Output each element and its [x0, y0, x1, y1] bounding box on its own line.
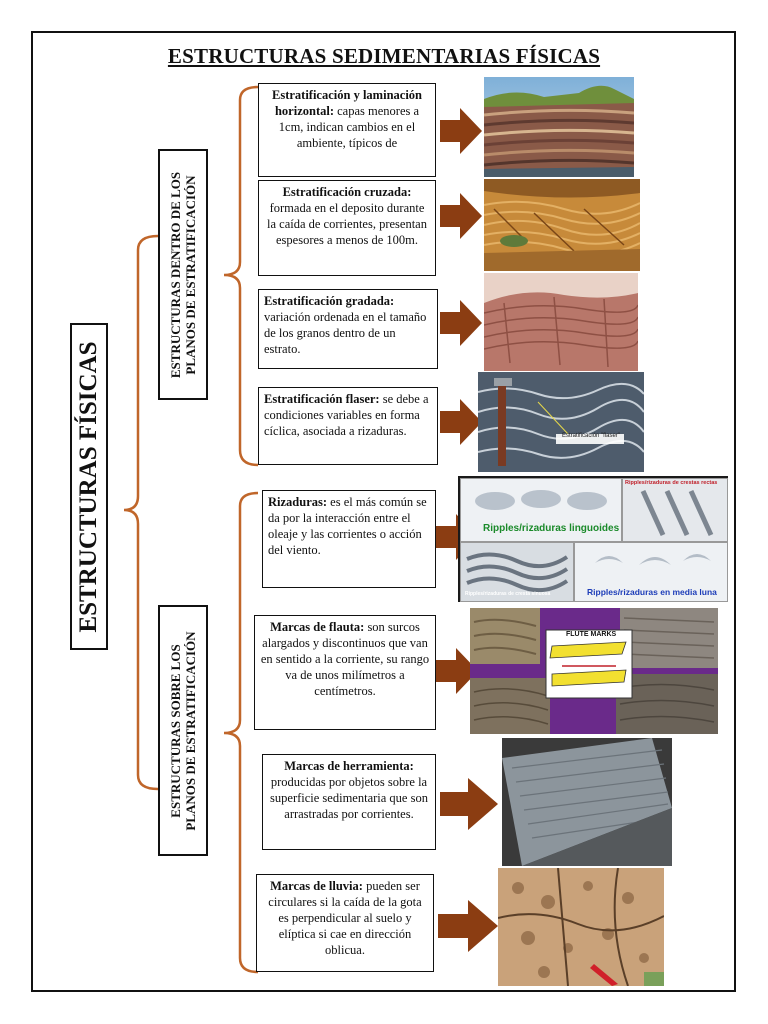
desc-flaser: se debe a condiciones variables en forma… [264, 392, 429, 438]
desc-rizaduras: es el más común se da por la interacción… [268, 495, 427, 557]
group-label-1-line1: ESTRUCTURAS DENTRO DE LOS [168, 171, 183, 378]
ripple-label-linguoides: Ripples/rizaduras linguoides [483, 523, 620, 534]
group-label-2-line1: ESTRUCTURAS SOBRE LOS [168, 643, 183, 818]
page-title: ESTRUCTURAS SEDIMENTARIAS FÍSICAS [167, 44, 601, 68]
term-rizaduras: Rizaduras: [268, 495, 328, 509]
flute-diagram-title: FLUTE MARKS [566, 631, 617, 638]
desc-herramienta: producidas por objetos sobre la superfic… [270, 775, 428, 821]
term-flaser: Estratificación flaser: [264, 392, 380, 406]
main-label: ESTRUCTURAS FÍSICAS [75, 340, 102, 633]
photo-flaser-bedding: Estratificación "flaser" [478, 372, 644, 472]
arrow-icon [436, 648, 478, 694]
photo-horizontal-strata [484, 77, 634, 177]
arrow-icon [438, 900, 498, 952]
term-flauta: Marcas de flauta: [270, 620, 365, 634]
arrow-icon [440, 778, 498, 830]
arrow-icon [440, 108, 482, 154]
item-box-rizaduras: Rizaduras: es el más común se da por la … [262, 490, 436, 588]
term-cruzada: Estratificación cruzada: [282, 185, 412, 199]
ripple-label-cresta-sinuosa: Ripples/rizaduras de cresta sinuosa [465, 591, 551, 597]
arrow-icon [440, 300, 482, 346]
term-horizontal: Estratificación y laminación horizontal: [272, 88, 422, 118]
ripple-label-crestas-rectas: Ripples/rizaduras de crestas rectas [625, 480, 718, 486]
term-lluvia: Marcas de lluvia: [270, 879, 363, 893]
term-herramienta: Marcas de herramienta: [284, 759, 414, 773]
group-label-2-line2: PLANOS DE ESTRATIFICACIÓN [183, 630, 198, 831]
item-box-gradada: Estratificación gradada: variación orden… [258, 289, 438, 369]
arrow-icon [440, 193, 482, 239]
flaser-image-caption: Estratificación "flaser" [562, 433, 620, 439]
item-box-flauta: Marcas de flauta: son surcos alargados y… [254, 615, 436, 730]
page-frame [31, 31, 736, 992]
group-label-1-line2: PLANOS DE ESTRATIFICACIÓN [183, 174, 198, 375]
desc-flauta: son surcos alargados y discontinuos que … [260, 620, 430, 698]
main-label-box: ESTRUCTURAS FÍSICAS [70, 323, 108, 650]
desc-lluvia: pueden ser circulares si la caída de la … [268, 879, 422, 957]
ripple-label-media-luna: Ripples/rizaduras en media luna [587, 587, 717, 597]
item-box-cruzada: Estratificación cruzada: formada en el d… [258, 180, 436, 276]
photo-ripple-marks: Ripples/rizaduras linguoides Ripples/riz… [458, 476, 728, 602]
desc-horizontal: capas menores a 1cm, indican cambios en … [278, 104, 420, 150]
photo-rain-marks [498, 868, 664, 986]
desc-cruzada: formada en el deposito durante la caída … [267, 201, 427, 247]
item-box-flaser: Estratificación flaser: se debe a condic… [258, 387, 438, 465]
item-box-horizontal: Estratificación y laminación horizontal:… [258, 83, 436, 177]
photo-cross-bedding [484, 179, 640, 271]
item-box-herramienta: Marcas de herramienta: producidas por ob… [262, 754, 436, 850]
photo-flute-marks: FLUTE MARKS [470, 608, 718, 734]
arrow-icon [436, 514, 478, 560]
photo-graded-bedding [484, 273, 638, 371]
item-box-lluvia: Marcas de lluvia: pueden ser circulares … [256, 874, 434, 972]
group-label-box-1: ESTRUCTURAS DENTRO DE LOS PLANOS DE ESTR… [158, 149, 208, 400]
term-gradada: Estratificación gradada: [264, 294, 395, 308]
group-label-box-2: ESTRUCTURAS SOBRE LOS PLANOS DE ESTRATIF… [158, 605, 208, 856]
arrow-icon [440, 399, 482, 445]
desc-gradada: variación ordenada en el tamaño de los g… [264, 310, 427, 356]
photo-tool-marks [502, 738, 672, 866]
